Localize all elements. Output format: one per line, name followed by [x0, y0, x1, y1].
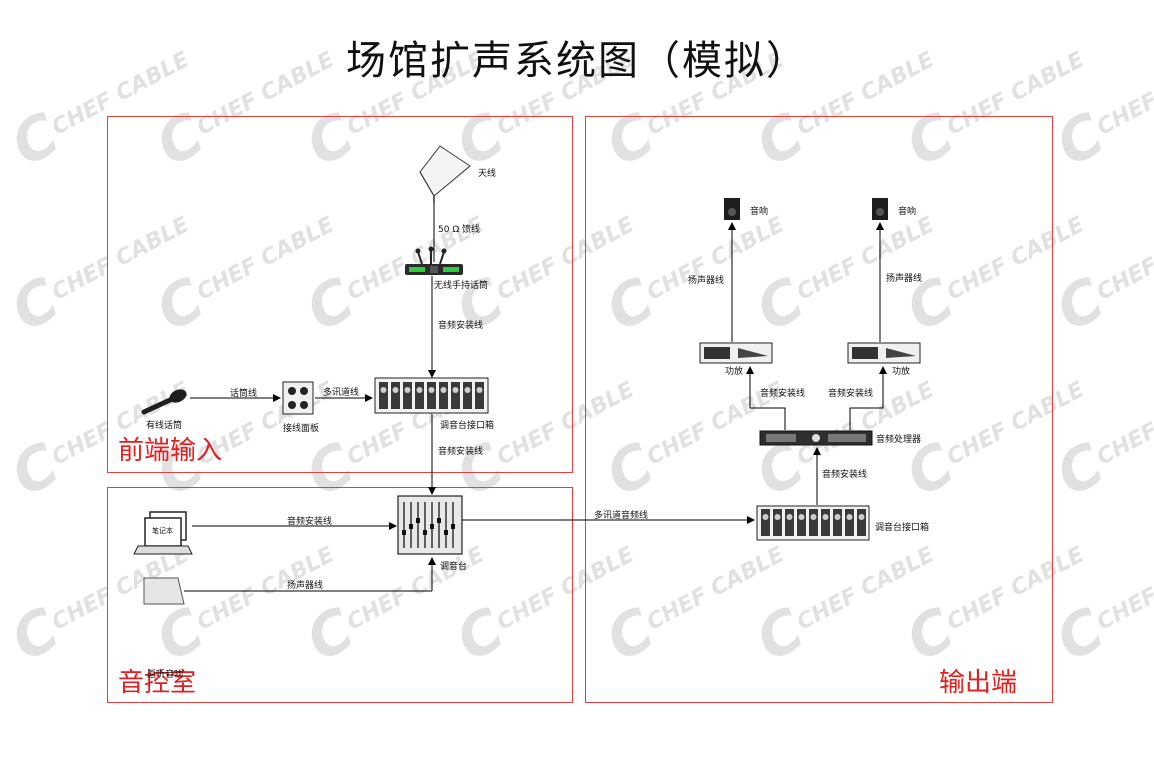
channel-module	[439, 382, 448, 409]
label-wireless-mic: 无线手持话筒	[434, 281, 489, 291]
label-speaker-right: 音响	[898, 207, 917, 217]
label-audio-install-1: 音频安装线	[438, 321, 484, 331]
label-amp-left: 功放	[725, 367, 744, 377]
mixer-fader-knob	[430, 524, 434, 529]
channel-connector	[810, 514, 817, 520]
channel-connector	[428, 387, 435, 393]
channel-connector	[858, 514, 865, 520]
label-speaker-cable-1: 扬声器线	[287, 581, 324, 591]
channel-module	[845, 509, 854, 536]
amp-left-icon	[699, 342, 773, 364]
mixer-fader-knob	[409, 524, 413, 529]
channel-connector	[762, 514, 769, 520]
channel-connector	[464, 387, 471, 393]
label-antenna: 天线	[478, 169, 497, 179]
label-processor: 音频处理器	[876, 435, 922, 445]
channel-connector	[822, 514, 829, 520]
channel-module	[475, 382, 484, 409]
front-input-panel	[107, 116, 573, 473]
region-label-front: 前端输入	[118, 436, 223, 466]
output-panel	[585, 116, 1053, 703]
mixer-fader-knob	[444, 530, 448, 535]
channel-module	[451, 382, 460, 409]
label-stagebox-2: 调音台接口箱	[875, 523, 930, 533]
amp-right-icon	[847, 342, 921, 364]
laptop-icon	[133, 511, 193, 555]
label-audio-install-3: 音频安装线	[287, 517, 333, 527]
connection-panel-icon	[282, 381, 314, 415]
channel-module	[773, 509, 782, 536]
channel-module	[391, 382, 400, 409]
label-multicore: 多讯道线	[323, 388, 360, 398]
channel-module	[857, 509, 866, 536]
channel-module	[821, 509, 830, 536]
label-panel: 接线面板	[283, 424, 320, 434]
channel-connector	[798, 514, 805, 520]
channel-module	[379, 382, 388, 409]
channel-connector	[476, 387, 483, 393]
wired-mic-icon	[141, 389, 187, 415]
mixer-fader-knob	[423, 530, 427, 535]
mixer-icon	[397, 495, 463, 555]
channel-module	[415, 382, 424, 409]
label-monitor: 返听音响	[147, 670, 184, 680]
label-speaker-left: 音响	[750, 207, 769, 217]
channel-connector	[392, 387, 399, 393]
label-multicore-audio: 多讯道音频线	[594, 511, 649, 521]
label-amp-right: 功放	[892, 367, 911, 377]
channel-connector	[416, 387, 423, 393]
label-speaker-cable-right: 扬声器线	[886, 274, 923, 284]
label-audio-install-2: 音频安装线	[438, 447, 484, 457]
monitor-speaker-icon	[143, 577, 185, 605]
mixer-fader-knob	[437, 518, 441, 523]
channel-connector	[440, 387, 447, 393]
channel-connector	[774, 514, 781, 520]
mixer-fader-knob	[402, 530, 406, 535]
channel-connector	[846, 514, 853, 520]
page-title: 场馆扩声系统图（模拟）	[346, 38, 808, 84]
label-audio-install-5: 音频安装线	[760, 389, 806, 399]
label-mic-cable: 话筒线	[230, 389, 258, 399]
speaker-left-icon	[724, 198, 740, 220]
channel-connector	[452, 387, 459, 393]
audio-line-processor-amp-left	[746, 366, 786, 430]
channel-module	[427, 382, 436, 409]
channel-module	[833, 509, 842, 536]
channel-connector	[404, 387, 411, 393]
label-stagebox-1: 调音台接口箱	[440, 421, 495, 431]
channel-module	[463, 382, 472, 409]
region-label-output: 输出端	[939, 668, 1018, 698]
mixer-fader-knob	[416, 518, 420, 523]
audio-line-processor-amp-right	[849, 366, 887, 430]
region-label-control: 音控室	[118, 668, 197, 698]
label-laptop: 笔记本	[152, 527, 173, 535]
channel-connector	[834, 514, 841, 520]
label-wired-mic: 有线话筒	[146, 421, 183, 431]
wireless-receiver-icon	[405, 246, 463, 275]
label-speaker-cable-left: 扬声器线	[688, 276, 725, 286]
antenna-icon	[419, 145, 471, 203]
channel-connector	[786, 514, 793, 520]
label-audio-install-6: 音频安装线	[828, 389, 874, 399]
stagebox-front-icon	[374, 377, 489, 414]
channel-module	[809, 509, 818, 536]
processor-icon	[759, 430, 873, 446]
channel-module	[761, 509, 770, 536]
channel-module	[797, 509, 806, 536]
speaker-right-icon	[872, 198, 888, 220]
label-audio-install-4: 音频安装线	[822, 470, 868, 480]
channel-connector	[380, 387, 387, 393]
channel-module	[785, 509, 794, 536]
stagebox-output-icon	[756, 505, 870, 541]
channel-module	[403, 382, 412, 409]
mixer-fader-knob	[451, 524, 455, 529]
control-room-panel	[107, 487, 573, 703]
label-feeder: 50 Ω 馈线	[438, 225, 481, 235]
label-mixer: 调音台	[440, 562, 468, 572]
